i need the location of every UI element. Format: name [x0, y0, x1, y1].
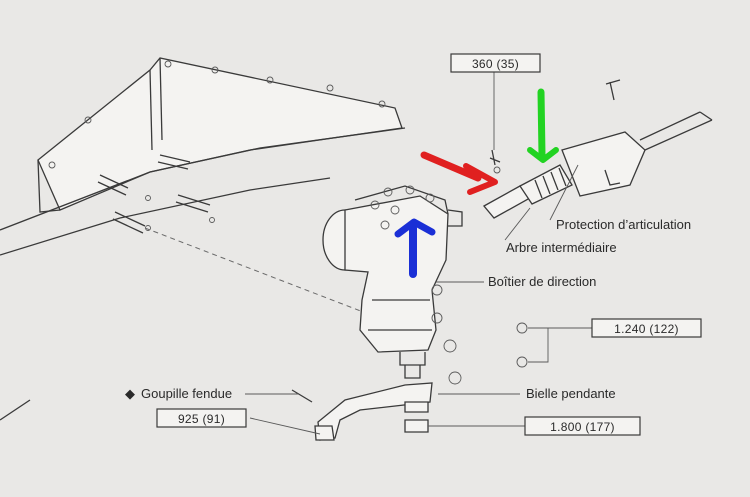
leader-lines	[245, 72, 592, 435]
diamond-marker-icon: ◆	[125, 386, 135, 401]
label-protection-articulation: Protection d’articulation	[556, 217, 691, 232]
green-arrow-icon	[527, 88, 559, 163]
label-bielle-pendante: Bielle pendante	[526, 386, 616, 401]
torque-spec-bottom-text: 1.800 (177)	[550, 420, 615, 434]
red-arrow-icon	[420, 151, 498, 195]
pitman-arm	[291, 382, 433, 441]
label-goupille-fendue: Goupille fendue	[141, 386, 232, 401]
torque-spec-top: 360 (35)	[450, 53, 541, 73]
torque-spec-bottom: 1.800 (177)	[524, 416, 641, 436]
label-arbre-intermediaire: Arbre intermédiaire	[506, 240, 617, 255]
torque-spec-left: 925 (91)	[156, 408, 247, 428]
label-boitier-direction: Boîtier de direction	[488, 274, 596, 289]
blue-arrow-icon	[394, 218, 436, 278]
steering-gear-box	[322, 185, 463, 385]
torque-spec-left-text: 925 (91)	[178, 412, 225, 426]
torque-spec-top-text: 360 (35)	[472, 57, 519, 71]
torque-spec-mid: 1.240 (122)	[591, 318, 702, 338]
torque-spec-mid-text: 1.240 (122)	[614, 322, 679, 336]
intermediate-shaft	[482, 79, 713, 219]
